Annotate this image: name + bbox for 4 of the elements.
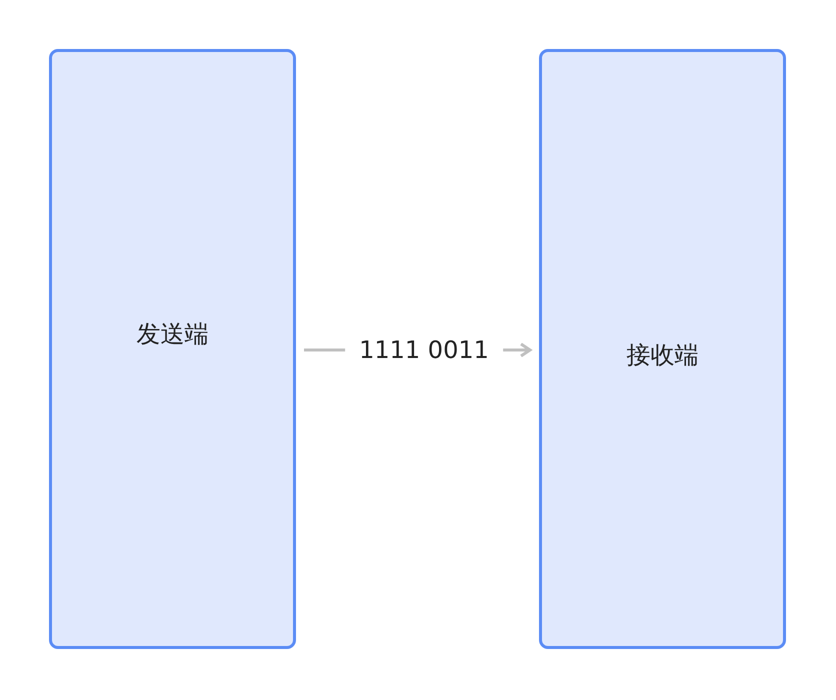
process-box [539,49,786,649]
process-box [49,49,296,649]
node-label: 发送端 [136,320,208,348]
node-label: 接收端 [626,341,698,369]
